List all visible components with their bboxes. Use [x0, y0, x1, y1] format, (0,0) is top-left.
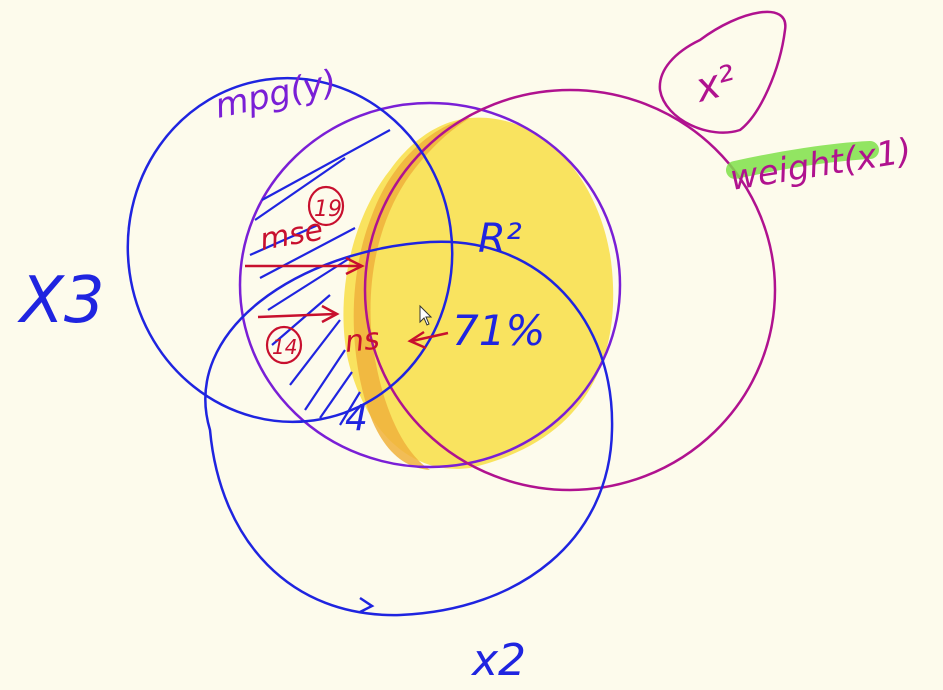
- x1-squared-circle: [658, 10, 787, 134]
- mse-note-circle: [307, 185, 345, 227]
- weight-highlight: [726, 141, 879, 179]
- y-label: mpg(y): [212, 62, 341, 127]
- mse-note: 19: [314, 197, 342, 222]
- ns-note-circle: [265, 325, 303, 365]
- explained-arrow: [407, 330, 449, 350]
- mouse-cursor-icon: [419, 304, 433, 326]
- x2-circle: [204, 240, 614, 617]
- r-squared-label: R²: [478, 216, 522, 262]
- y-circle: [238, 101, 622, 469]
- x2-arrow-mark: [359, 596, 375, 614]
- x1-label: weight(x1): [727, 131, 914, 199]
- ns-note: 14: [272, 335, 297, 359]
- x1-squared-label: x²: [689, 57, 741, 112]
- ns-arrow: [257, 304, 340, 324]
- mse-arrow: [245, 256, 365, 276]
- x1-circle: [363, 88, 777, 492]
- x3-circle: [126, 76, 454, 424]
- ns-value: 4: [345, 398, 368, 439]
- ns-label: ns: [343, 322, 381, 360]
- x2-label: x2: [470, 635, 526, 685]
- r-squared-region: [343, 117, 614, 469]
- explained-percent: 71%: [452, 306, 545, 355]
- x3-label: X3: [17, 264, 105, 338]
